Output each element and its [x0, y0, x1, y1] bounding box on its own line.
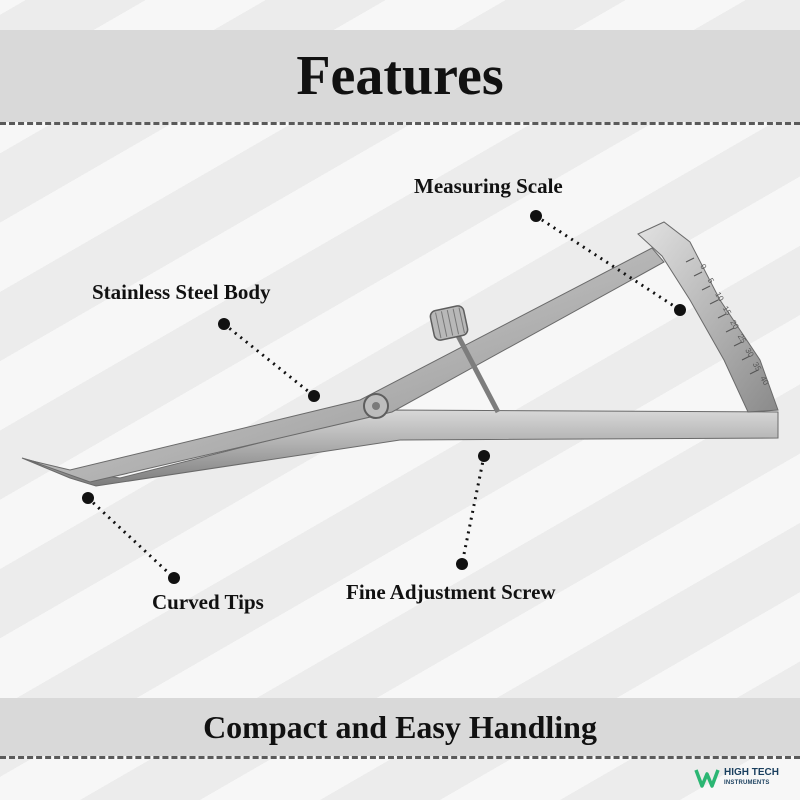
brand-logo: HIGH TECH INSTRUMENTS [694, 766, 779, 790]
callout-line-body [223, 322, 315, 398]
callout-dot [456, 558, 468, 570]
label-fine-adjustment-screw: Fine Adjustment Screw [346, 580, 556, 604]
callout-dot [218, 318, 230, 330]
brand-line1: HIGH TECH [724, 767, 779, 778]
footer-banner: Compact and Easy Handling [0, 698, 800, 756]
callout-dot [168, 572, 180, 584]
callout-line-tips [86, 496, 176, 580]
callout-line-screw [460, 455, 486, 565]
callout-dot [530, 210, 542, 222]
threaded-rod [452, 328, 501, 414]
callout-dot [674, 304, 686, 316]
lower-arm [21, 409, 779, 487]
upper-arm [27, 247, 665, 483]
header-dashed-border [0, 122, 800, 125]
page-title: Features [296, 45, 504, 107]
header-banner: Features [0, 30, 800, 122]
callout-dot [82, 492, 94, 504]
label-stainless-steel-body: Stainless Steel Body [92, 280, 271, 304]
footer-dashed-border-bottom [0, 756, 800, 759]
tagline: Compact and Easy Handling [203, 708, 597, 745]
label-curved-tips: Curved Tips [152, 590, 264, 614]
brand-mark-icon [694, 769, 720, 788]
measuring-quadrant [637, 221, 779, 413]
brand-line2: INSTRUMENTS [724, 780, 770, 786]
callout-dot [478, 450, 490, 462]
callout-dot [308, 390, 320, 402]
callout-line-scale [535, 214, 681, 312]
scale-tick-label: 0 [698, 263, 708, 272]
scale-tick-label: 5 [706, 277, 716, 286]
knurled-knob [429, 305, 469, 341]
label-measuring-scale: Measuring Scale [414, 174, 563, 198]
